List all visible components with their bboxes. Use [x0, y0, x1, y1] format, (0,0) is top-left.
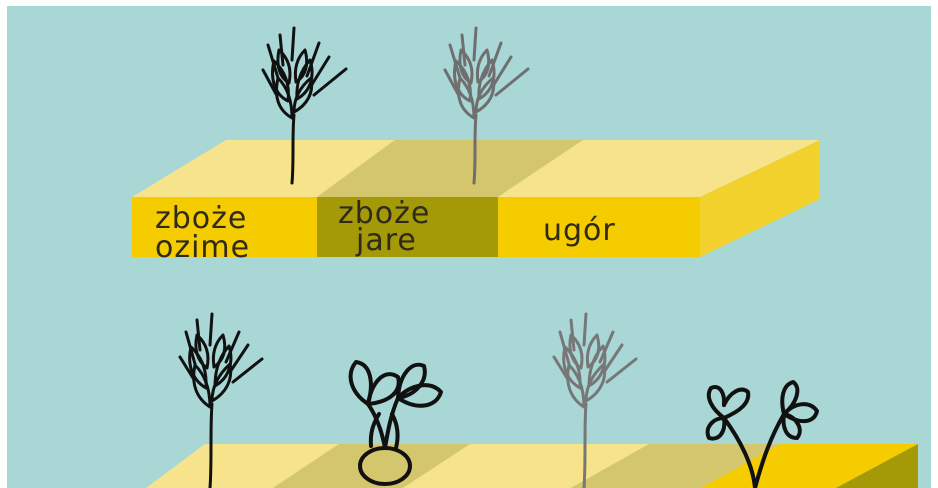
bottom-field	[146, 444, 918, 488]
fallow-label: ugór	[543, 213, 616, 248]
spring-cereal-label-line-2: jare	[355, 223, 417, 258]
winter-cereal-label-line-2: ozime	[155, 230, 250, 265]
